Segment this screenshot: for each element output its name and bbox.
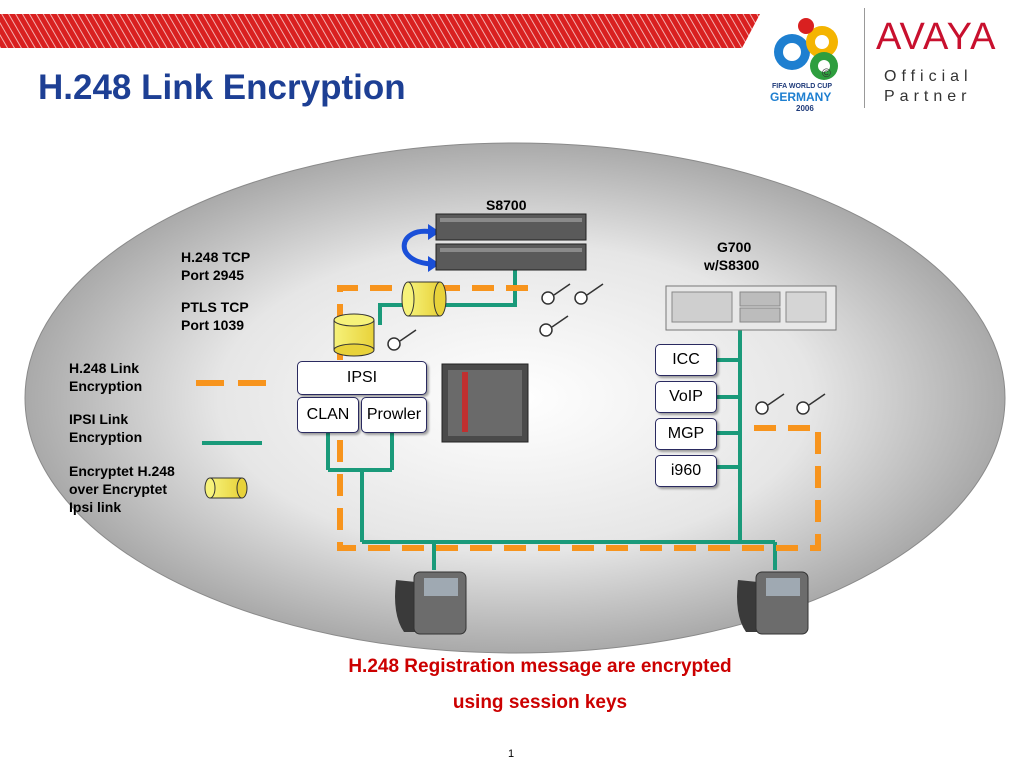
copyright-mark: © — [822, 66, 831, 80]
legend-encrypted-label: Encryptet H.248 over Encryptet Ipsi link — [69, 463, 175, 515]
page-number: 1 — [508, 748, 515, 760]
caption-line1: H.248 Registration message are encrypted — [348, 656, 732, 677]
g700-label-line1: G700 — [717, 239, 752, 255]
fifa-line3: 2006 — [796, 104, 814, 113]
h248-link-lines — [337, 285, 821, 551]
fifa-line2: GERMANY — [770, 90, 832, 104]
fifa-line1: FIFA WORLD CUP — [772, 83, 833, 90]
g700-box-voip: VoIP — [655, 381, 717, 413]
avaya-logo: AVAYA — [876, 16, 997, 58]
header-red-bar — [0, 14, 760, 48]
encrypted-cylinder-mid — [333, 313, 375, 357]
ipsi-box: IPSI — [297, 361, 427, 395]
s8700-label: S8700 — [486, 197, 527, 213]
key-icon — [796, 393, 826, 415]
g700-box-icc: ICC — [655, 344, 717, 376]
encrypted-cylinder-top — [401, 281, 447, 317]
media-server-icon — [441, 363, 529, 443]
legend-ipsi-label: IPSI Link Encryption — [69, 411, 143, 445]
key-icon — [387, 329, 417, 351]
g700-label-line2: w/S8300 — [704, 257, 760, 273]
page-title: H.248 Link Encryption — [38, 68, 406, 107]
loop-arrow-icon — [401, 228, 433, 267]
prowler-box: Prowler — [361, 397, 427, 433]
fifa-emblem-icon — [774, 18, 838, 80]
g700-box-i960: i960 — [655, 455, 717, 487]
ptls-tcp-label: PTLS TCP Port 1039 — [181, 299, 249, 333]
key-icon — [574, 283, 604, 305]
key-icon — [541, 283, 571, 305]
g700-box-mgp: MGP — [655, 418, 717, 450]
clan-box: CLAN — [297, 397, 359, 433]
legend-h248-label: H.248 Link Encryption — [69, 360, 143, 394]
legend-cylinder-icon — [204, 477, 248, 499]
key-icon — [755, 393, 785, 415]
h248-tcp-label: H.248 TCP Port 2945 — [181, 249, 251, 283]
logo-divider — [864, 8, 865, 108]
partner-line1: Official — [884, 68, 973, 85]
partner-line2: Partner — [884, 88, 972, 105]
caption-line2: using session keys — [452, 692, 628, 713]
ip-phone-icon — [395, 571, 467, 635]
fifa-logo: © FIFA WORLD CUP GERMANY 2006 — [766, 14, 856, 114]
s8700-server-icon — [435, 213, 587, 271]
ip-phone-icon — [737, 571, 809, 635]
key-icon — [539, 315, 569, 337]
g700-gateway-icon — [665, 285, 837, 331]
